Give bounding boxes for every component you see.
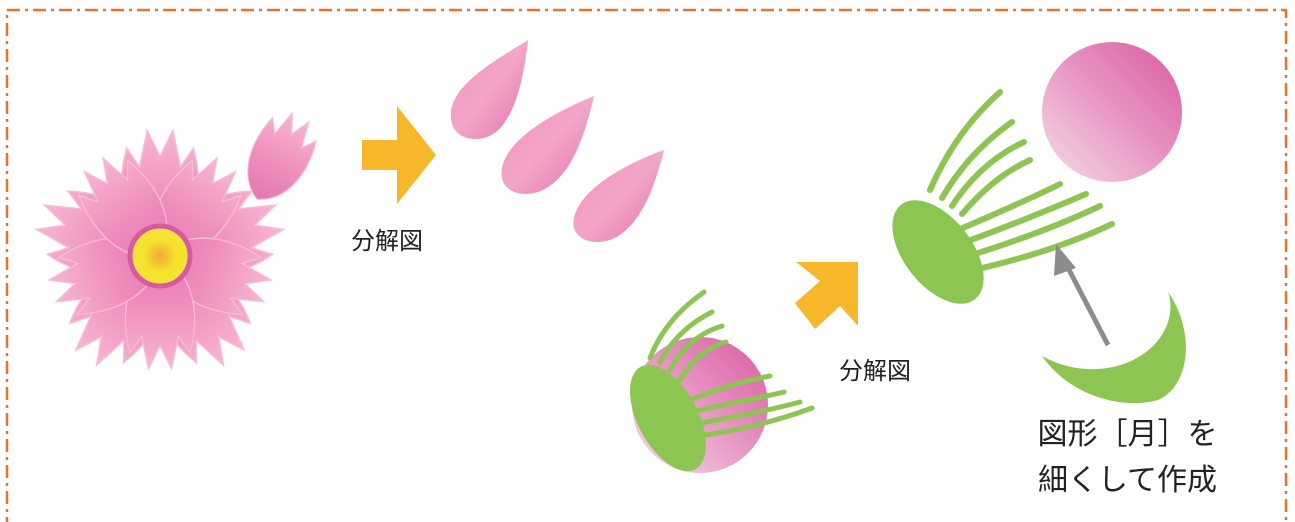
teardrop-piece-1 <box>450 40 528 139</box>
flower-bud <box>630 289 815 473</box>
gray-pointer-arrow-icon <box>1054 244 1111 347</box>
teardrop-piece-3 <box>573 150 664 242</box>
cosmos-flower <box>28 129 292 381</box>
note-line-2: 細くして作成 <box>1037 463 1218 498</box>
up-right-arrow-icon <box>795 262 858 329</box>
bud-sphere <box>1042 42 1182 182</box>
single-petal <box>247 111 317 200</box>
exploded-view-label: 分解図 <box>839 357 911 385</box>
exploded-view-label: 分解図 <box>351 227 423 255</box>
crescent-note: 図形［月］を 細くして作成 <box>1010 412 1245 504</box>
note-line-1: 図形［月］を <box>1037 417 1218 452</box>
crescent-shape <box>1042 292 1186 404</box>
right-arrow-icon <box>362 106 436 204</box>
teardrop-piece-2 <box>501 96 594 194</box>
calyx-base <box>892 200 984 304</box>
dashed-border <box>5 8 1288 522</box>
flower-center <box>127 223 193 289</box>
